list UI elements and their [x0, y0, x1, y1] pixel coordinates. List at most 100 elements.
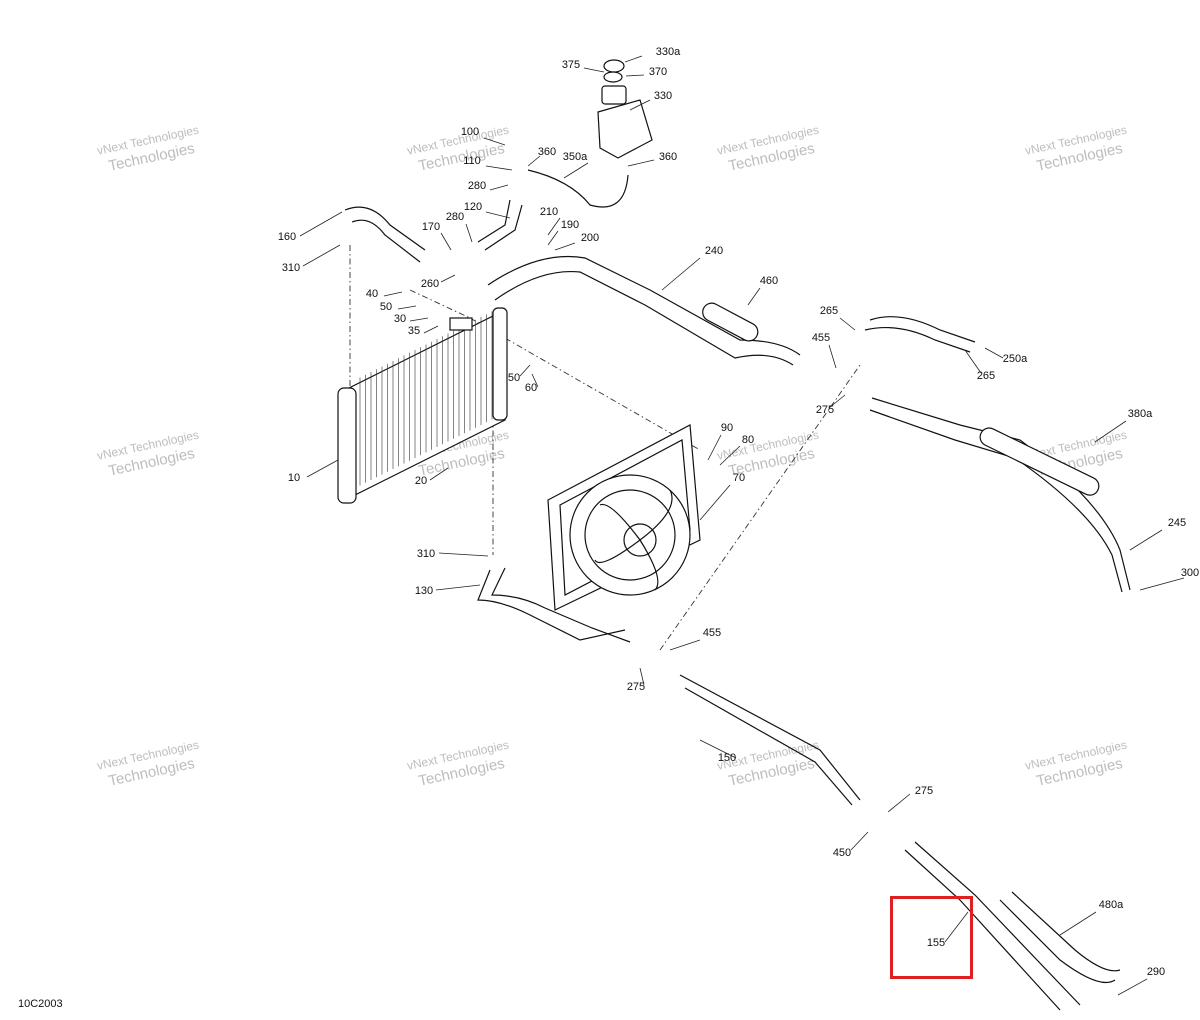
part-label-310: 310 — [417, 548, 435, 560]
leader-line — [485, 211, 511, 219]
part-label-130: 130 — [415, 585, 433, 597]
part-label-30: 30 — [394, 313, 406, 325]
hoses — [344, 169, 1131, 1011]
leader-line — [887, 793, 911, 813]
part-label-20: 20 — [415, 475, 427, 487]
leader-lines — [299, 55, 1185, 996]
part-label-480a: 480a — [1099, 899, 1124, 911]
leader-line — [438, 552, 489, 557]
part-label-70: 70 — [733, 472, 745, 484]
leader-line — [944, 911, 969, 943]
highlight-box — [890, 896, 973, 979]
part-label-455: 455 — [812, 332, 830, 344]
part-label-150: 150 — [718, 752, 736, 764]
part-label-155: 155 — [927, 937, 945, 949]
part-label-280: 280 — [468, 180, 486, 192]
leader-line — [1139, 577, 1185, 591]
leader-line — [747, 287, 761, 306]
part-label-290: 290 — [1147, 966, 1165, 978]
leader-line — [302, 244, 341, 267]
leader-line — [984, 347, 1004, 359]
part-label-275: 275 — [816, 404, 834, 416]
part-label-455: 455 — [703, 627, 721, 639]
part-label-60: 60 — [525, 382, 537, 394]
diagram-code: 10C2003 — [18, 998, 63, 1010]
leader-line — [409, 317, 429, 322]
leader-line — [1129, 529, 1163, 551]
leader-line — [299, 211, 343, 237]
part-label-260: 260 — [421, 278, 439, 290]
leader-line — [1094, 420, 1127, 443]
leader-line — [547, 230, 559, 246]
part-label-330a: 330a — [656, 46, 681, 58]
leader-line — [440, 232, 452, 251]
part-label-250a: 250a — [1003, 353, 1028, 365]
part-label-10: 10 — [288, 472, 300, 484]
leader-line — [850, 831, 869, 851]
leader-line — [483, 137, 506, 146]
part-label-35: 35 — [408, 325, 420, 337]
radiator — [337, 307, 508, 504]
part-label-310: 310 — [282, 262, 300, 274]
part-label-275: 275 — [915, 785, 933, 797]
leader-line — [624, 55, 643, 63]
part-label-330: 330 — [654, 90, 672, 102]
leader-line — [625, 74, 645, 77]
part-label-245: 245 — [1168, 517, 1186, 529]
leader-line — [429, 467, 449, 481]
leader-line — [707, 434, 722, 461]
fan-shroud — [547, 424, 701, 611]
part-label-300: 300 — [1181, 567, 1199, 579]
part-label-240: 240 — [705, 245, 723, 257]
part-label-50: 50 — [508, 372, 520, 384]
leader-line — [531, 373, 539, 388]
leader-line — [964, 349, 982, 374]
part-label-275: 275 — [627, 681, 645, 693]
part-label-375: 375 — [562, 59, 580, 71]
part-label-40: 40 — [366, 288, 378, 300]
part-label-210: 210 — [540, 206, 558, 218]
leader-line — [547, 217, 561, 236]
leader-line — [519, 364, 531, 377]
leader-line — [661, 257, 701, 291]
leader-line — [423, 325, 439, 334]
leader-line — [1059, 911, 1097, 936]
part-label-280: 280 — [446, 211, 464, 223]
leader-line — [699, 739, 737, 759]
part-label-120: 120 — [464, 201, 482, 213]
part-label-370: 370 — [649, 66, 667, 78]
coolant-reservoir — [597, 59, 653, 159]
leader-line — [699, 484, 731, 521]
part-label-100: 100 — [461, 126, 479, 138]
part-label-170: 170 — [422, 221, 440, 233]
part-label-265: 265 — [820, 305, 838, 317]
leader-line — [839, 317, 856, 331]
leader-line — [719, 445, 741, 466]
part-label-360: 360 — [659, 151, 677, 163]
part-label-90: 90 — [721, 422, 733, 434]
part-label-265: 265 — [977, 370, 995, 382]
leader-line — [489, 184, 509, 191]
part-label-350a: 350a — [563, 151, 588, 163]
part-label-110: 110 — [463, 155, 481, 167]
part-label-450: 450 — [833, 847, 851, 859]
part-label-460: 460 — [760, 275, 778, 287]
leader-line — [440, 274, 456, 283]
leader-line — [828, 394, 846, 409]
leader-line — [1117, 978, 1148, 996]
part-label-160: 160 — [278, 231, 296, 243]
leader-line — [828, 344, 837, 369]
leader-line — [627, 159, 655, 167]
leader-line — [465, 223, 473, 243]
